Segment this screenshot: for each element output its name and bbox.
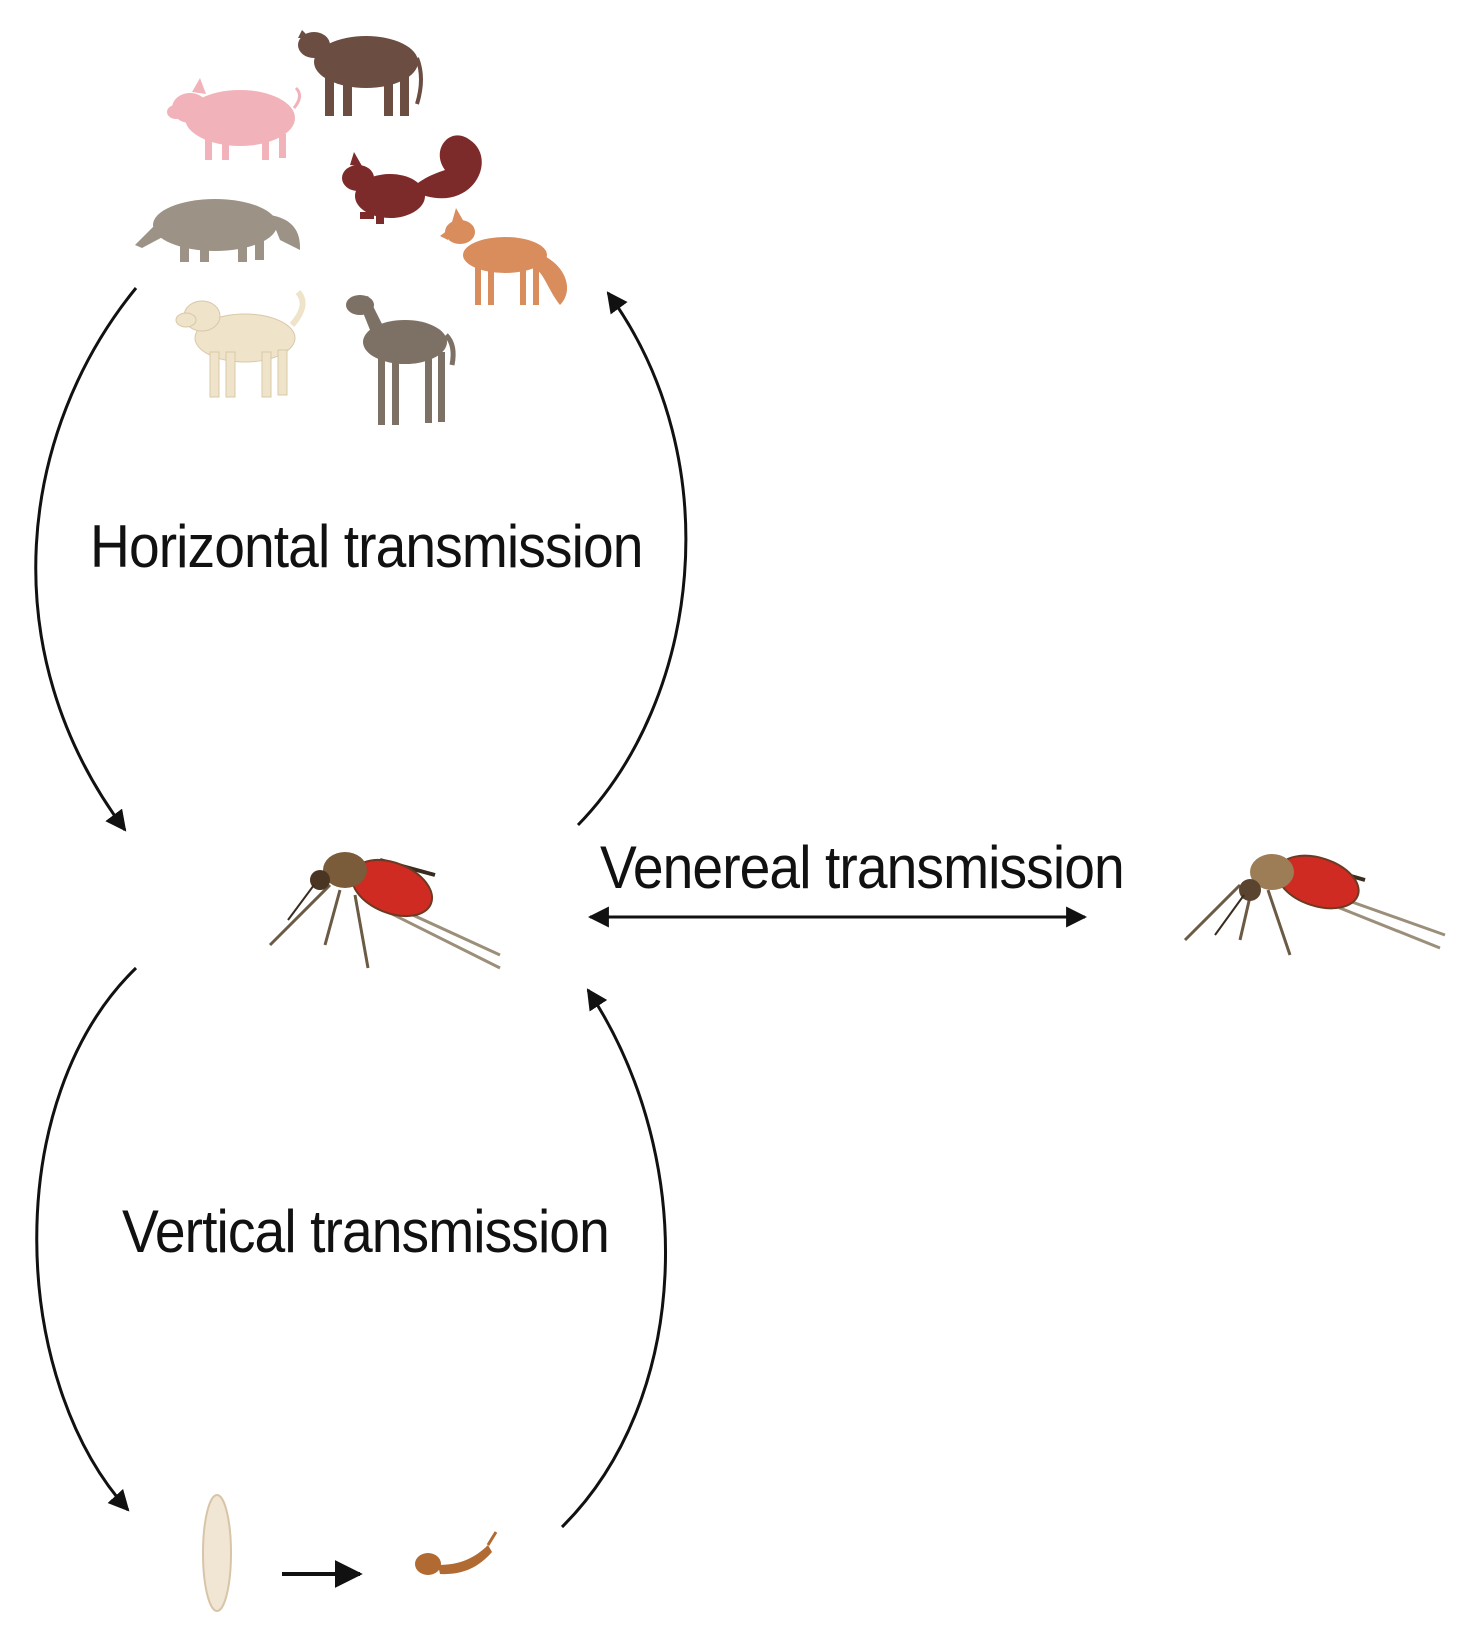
pig-icon (167, 78, 301, 160)
foal-icon (346, 295, 456, 425)
anteater-icon (135, 199, 300, 262)
egg-icon (202, 1494, 232, 1612)
mosquito-center-icon (268, 852, 501, 970)
mosquito-right-icon (1183, 854, 1446, 956)
horizontal-transmission-label: Horizontal transmission (90, 513, 643, 580)
vertical-transmission-label: Vertical transmission (122, 1198, 610, 1265)
arrow-hosts-to-mosquito (34, 287, 138, 832)
larva-icon (415, 1531, 498, 1575)
arrow-larva-to-mosquito (560, 988, 667, 1529)
venereal-transmission-label: Venereal transmission (600, 834, 1125, 901)
cow-icon (298, 30, 423, 116)
arrow-mosquito-to-hosts (576, 291, 688, 827)
squirrel-icon (342, 135, 482, 224)
dog-icon (175, 290, 306, 398)
fox-icon (440, 208, 568, 305)
arrow-mosquito-to-egg (35, 966, 138, 1512)
